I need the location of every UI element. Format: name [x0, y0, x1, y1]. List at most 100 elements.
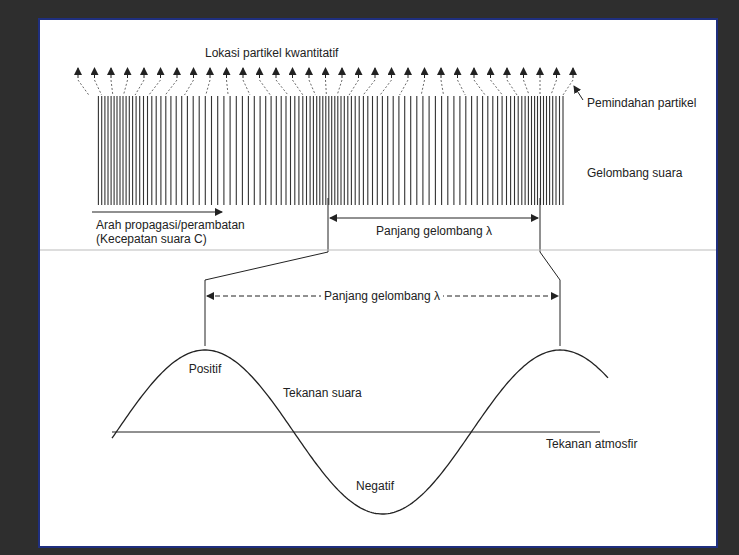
displacement-line	[260, 80, 271, 95]
compression-bar	[285, 96, 286, 205]
compression-bar	[129, 96, 130, 205]
projection-line	[205, 252, 328, 280]
displacement-line	[349, 80, 358, 95]
compression-bar	[325, 96, 326, 205]
particle-arrow	[342, 68, 343, 78]
particle-arrow	[556, 68, 557, 78]
compression-bar	[521, 96, 522, 205]
particle-arrow	[375, 68, 376, 78]
annotation-label: Pemindahan partikel	[587, 96, 696, 110]
compression-bar	[298, 96, 299, 205]
compression-bar	[347, 96, 348, 205]
compression-bar	[217, 96, 218, 205]
compression-bars	[98, 96, 563, 205]
particle-arrow	[177, 68, 178, 78]
compression-bar	[441, 96, 442, 205]
compression-bar	[205, 96, 206, 205]
propagation-arrow	[92, 211, 222, 212]
compression-bar	[151, 96, 152, 205]
displacement-line	[111, 80, 113, 95]
compression-bar	[114, 96, 115, 205]
compression-bar	[404, 96, 405, 205]
compression-bar	[359, 96, 360, 205]
displacement-line	[206, 80, 210, 95]
compression-bar	[363, 96, 364, 205]
annotation-label: Tekanan atmosfir	[546, 437, 637, 451]
compression-bar	[294, 96, 295, 205]
particle-arrow	[243, 68, 244, 78]
displacement-line	[165, 80, 177, 95]
compression-bar	[555, 96, 556, 205]
particle-arrow	[144, 68, 145, 78]
particle-arrow	[78, 68, 79, 78]
compression-bar	[331, 96, 332, 205]
compression-bar	[416, 96, 417, 205]
particle-arrow	[94, 68, 95, 78]
atmospheric-axis	[112, 432, 600, 433]
compression-bar	[119, 96, 120, 205]
compression-bar	[132, 96, 133, 205]
displacement-line	[458, 80, 466, 95]
compression-bar	[276, 96, 277, 205]
compression-bar	[453, 96, 454, 205]
bracket-line	[540, 198, 541, 252]
displacement-line	[309, 80, 315, 95]
displacement-line	[507, 80, 517, 95]
particle-arrow	[523, 68, 524, 78]
compression-bar	[525, 96, 526, 205]
particle-arrow	[358, 68, 359, 78]
annotation-label: Negatif	[356, 479, 394, 493]
compression-bar	[337, 96, 338, 205]
compression-bar	[316, 96, 317, 205]
compression-bar	[334, 96, 335, 205]
compression-bar	[143, 96, 144, 205]
compression-bar	[211, 96, 212, 205]
leader-line	[574, 86, 583, 100]
particle-arrow	[111, 68, 112, 78]
compression-bar	[242, 96, 243, 205]
compression-bar	[393, 96, 394, 205]
compression-bar	[377, 96, 378, 205]
compression-bar	[562, 96, 563, 205]
compression-bar	[435, 96, 436, 205]
particle-arrow	[490, 68, 491, 78]
compression-bar	[147, 96, 148, 205]
particle-arrow	[507, 68, 508, 78]
particle-arrow	[309, 68, 310, 78]
displacement-line	[276, 80, 288, 95]
displacement-line	[243, 80, 250, 95]
particle-arrow	[573, 68, 574, 78]
compression-bar	[422, 96, 423, 205]
particle-arrow	[391, 68, 392, 78]
compression-bar	[104, 96, 105, 205]
compression-bar	[482, 96, 483, 205]
compression-bar	[537, 96, 538, 205]
displacement-line	[149, 80, 161, 95]
wavelength-arrow	[330, 218, 538, 219]
compression-bar	[199, 96, 200, 205]
displacement-line	[363, 80, 375, 95]
compression-bar	[549, 96, 550, 205]
compression-bar	[98, 96, 99, 205]
compression-bar	[223, 96, 224, 205]
displacement-line	[563, 80, 573, 95]
particle-arrow	[210, 68, 211, 78]
compression-bar	[265, 96, 266, 205]
compression-bar	[230, 96, 231, 205]
compression-bar	[387, 96, 388, 205]
particle-arrow	[127, 68, 128, 78]
particle-arrow	[259, 68, 260, 78]
compression-bar	[502, 96, 503, 205]
separator-line	[40, 250, 716, 251]
bracket-line	[560, 280, 561, 346]
compression-bar	[518, 96, 519, 205]
compression-bar	[260, 96, 261, 205]
bracket-line	[328, 198, 329, 252]
annotation-label: Arah propagasi/perambatan (Kecepatan sua…	[96, 218, 246, 246]
compression-bar	[340, 96, 341, 205]
compression-bar	[187, 96, 188, 205]
displacement-line	[491, 80, 503, 95]
compression-bar	[372, 96, 373, 205]
displacement-line	[400, 80, 408, 95]
displacement-line	[135, 80, 144, 95]
